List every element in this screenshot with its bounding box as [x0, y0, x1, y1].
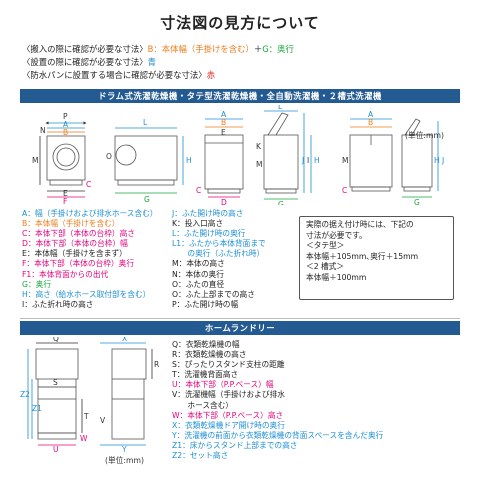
drum-front-label-n: N	[40, 126, 46, 135]
home-side-label-r: R	[154, 360, 159, 369]
legend-item: L1：ふたから本体背面まで	[172, 239, 266, 249]
tate-side-label-j: J	[301, 156, 304, 165]
legend-item: Q：衣類乾燥機の幅	[172, 340, 240, 349]
legend-item: D：本体下部（本体の台枠）幅	[22, 239, 128, 249]
home-front-label-u: U	[53, 445, 59, 452]
legend-item: A：幅（手掛けおよび排水ホース含む）	[22, 209, 158, 218]
washer-diagrams: P A B N M C E F L O H G A B C D E L K	[32, 105, 444, 205]
intro-line-carry-in: 〈搬入の際に確認が必要な寸法〉B：本体幅（手掛けを含む）＋G：奥行	[22, 44, 294, 54]
home-side-label-x: X	[122, 337, 127, 343]
tate-front-label-d: D	[221, 198, 227, 205]
legend-item: C：本体下部（本体の台枠）高さ	[22, 229, 135, 239]
legend-item: T：洗濯機背面高さ	[172, 370, 239, 380]
tate-side-label-k: K	[256, 142, 262, 151]
legend-item: ホース含む）	[172, 400, 234, 410]
nisou-front-diagram	[349, 118, 393, 192]
home-front-diagram	[27, 342, 83, 446]
section-bar-washers: ドラム式洗濯乾燥機・タテ型洗濯乾燥機・全自動洗濯機・２槽式洗濯機	[20, 89, 460, 103]
drum-front-label-b: B	[63, 128, 68, 137]
nisou-side-label-h: H	[434, 156, 440, 165]
tate-side-label-i: I	[307, 156, 309, 165]
legend-item: Y：洗濯機の前面から衣類乾燥機の背面スペースを含んだ奥行	[172, 430, 384, 440]
nisou-side-label-j: J	[441, 156, 444, 165]
legend-item: P：ふた開け時の幅	[172, 299, 239, 309]
legend-item: R：衣類乾燥機の高さ	[172, 350, 247, 360]
legend-item: M：本体の高さ	[172, 259, 225, 269]
legend-item: B：本体幅（手掛けを含む）	[22, 219, 120, 229]
legend-item: O：ふた上部までの高さ	[172, 289, 255, 299]
legend-left: A：幅（手掛けおよび排水ホース含む） B：本体幅（手掛けを含む） C：本体下部（…	[22, 209, 158, 310]
legend-item: F1：本体背面からの出代	[22, 269, 109, 279]
intro-block: 〈搬入の際に確認が必要な寸法〉B：本体幅（手掛けを含む）＋G：奥行 〈設置の際に…	[22, 43, 294, 82]
legend-item: W：本体下部（P.P.ベース）高さ	[172, 410, 284, 420]
drum-side-label-o: O	[106, 152, 112, 161]
legend-item: X：衣類乾燥機ドア開け時の奥行	[172, 420, 285, 430]
home-front-label-q: Q	[53, 337, 59, 343]
tate-side-diagram	[263, 110, 312, 200]
unit-label-bottom: (単位:mm)	[105, 456, 144, 465]
tate-front-label-c: C	[196, 186, 201, 195]
drum-front-label-f: F	[63, 197, 67, 205]
nisou-side-diagram	[401, 118, 439, 198]
home-laundry-diagrams: Q T S Z2 Z1 U W X R V Y	[20, 337, 159, 452]
tate-front-diagram	[204, 118, 244, 198]
home-front-label-t: T	[83, 412, 89, 421]
drum-front-diagram	[39, 121, 87, 198]
nisou-front-label-b: B	[368, 118, 373, 127]
tate-side-label-m: M	[256, 160, 262, 169]
drum-side-label-g: G	[144, 195, 150, 204]
drum-side-diagram	[114, 127, 184, 194]
section-bar-home-laundry: ホームランドリー	[20, 321, 460, 335]
home-side-diagram	[100, 342, 153, 446]
drum-side-label-h: H	[186, 156, 192, 165]
drum-front-label-a: A	[63, 120, 69, 129]
home-front-label-z1: Z1	[32, 404, 42, 413]
nisou-front-label-m: M	[342, 156, 348, 165]
installation-note-box: 実際の据え付け時には、下記の 寸法が必要です。 ＜タテ型＞ 本体幅＋105mm､…	[299, 216, 454, 300]
drum-front-label-c: C	[86, 180, 91, 189]
legend-item: U：本体下部（P.P.ベース）幅	[172, 380, 274, 390]
nisou-front-label-c: C	[342, 186, 347, 195]
drum-front-label-p: P	[63, 112, 68, 121]
legend-item: Z1：床からスタンド上部までの高さ	[172, 440, 298, 450]
tate-front-label-b: B	[221, 118, 226, 127]
legend-item: V：洗濯機幅（手掛けおよび排水	[172, 390, 285, 400]
legend-item: の奥行（ふた折れ時）	[172, 249, 265, 259]
legend-home-laundry: Q：衣類乾燥機の幅 R：衣類乾燥機の高さ S：ぴったりスタンド支柱の距離 T：洗…	[172, 340, 383, 461]
tate-front-label-e: E	[221, 128, 226, 137]
legend-item: F：本体下部（本体の台枠）奥行	[22, 259, 135, 269]
nisou-side-label-g: G	[414, 198, 420, 205]
home-side-label-y: Y	[121, 445, 127, 452]
legend-item: Z2：セット高さ	[172, 451, 229, 461]
home-side-label-v: V	[100, 416, 106, 425]
home-front-label-z2: Z2	[20, 390, 30, 399]
home-front-label-w: W	[80, 434, 88, 443]
section-divider	[20, 318, 460, 319]
intro-line-waterproof-pan: 〈防水パンに設置する場合に確認が必要な寸法〉赤	[22, 70, 216, 80]
legend-item: E：本体幅（手掛けを含まず）	[22, 249, 127, 259]
legend-item: G：奥行	[22, 279, 52, 289]
tate-side-label-g: G	[278, 200, 284, 205]
tate-side-label-h: H	[314, 156, 320, 165]
drum-front-label-m: M	[32, 156, 38, 165]
legend-item: K：投入口高さ	[172, 219, 224, 229]
drum-side-label-l: L	[143, 118, 148, 127]
unit-label-top: (単位:mm)	[405, 131, 444, 140]
legend-item: L：ふた開け時の奥行	[172, 229, 246, 239]
tate-side-label-l: L	[278, 105, 283, 111]
intro-line-install: 〈設置の際に確認が必要な寸法〉青	[22, 57, 156, 67]
legend-item: I：ふた折れ時の高さ	[22, 299, 94, 309]
legend-item: O：ふたの直径	[172, 279, 225, 289]
page-title: 寸法図の見方について	[160, 14, 320, 32]
legend-item: J：ふた開け時の高さ	[172, 209, 244, 218]
drum-front-label-e: E	[63, 189, 68, 198]
tate-front-label-a: A	[221, 110, 227, 119]
legend-item: H：高さ（給水ホース取付部を含む）	[22, 289, 151, 299]
legend-item: S：ぴったりスタンド支柱の距離	[172, 360, 285, 370]
nisou-front-label-a: A	[368, 110, 374, 119]
home-front-label-s: S	[53, 378, 58, 387]
legend-middle: J：ふた開け時の高さ K：投入口高さ L：ふた開け時の奥行 L1：ふたから本体背…	[172, 209, 266, 310]
legend-item: N：本体の奥行	[172, 269, 224, 279]
